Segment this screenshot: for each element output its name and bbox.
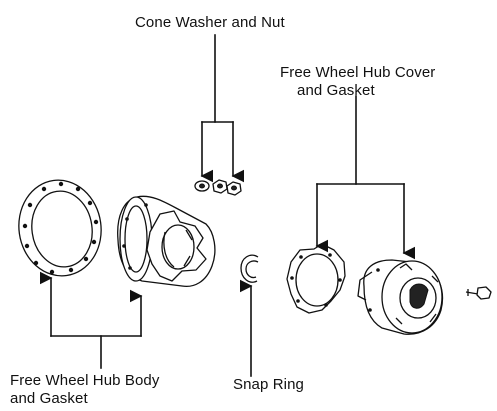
snap-ring-part [240,254,259,283]
hub-cover-label-line2: and Gasket [297,82,375,99]
snap-ring-label: Snap Ring [233,376,304,393]
hub-cover-label-line1: Free Wheel Hub Cover [280,64,436,81]
cone-washer-leader [200,34,245,183]
cone-washer-label: Cone Washer and Nut [135,14,285,31]
hub-cover-leader [315,95,416,260]
hub-body-label-line2: and Gasket [10,390,88,407]
hub-body-leader [39,271,143,369]
hub-body-part [117,195,216,288]
bolt-part [465,286,492,300]
hub-body-gasket-part [18,179,102,277]
hub-cover-part [357,259,444,335]
hub-cover-gasket-part [286,243,346,314]
hub-body-label-line1: Free Wheel Hub Body [10,372,160,389]
cone-washer-nut-part [194,179,242,196]
